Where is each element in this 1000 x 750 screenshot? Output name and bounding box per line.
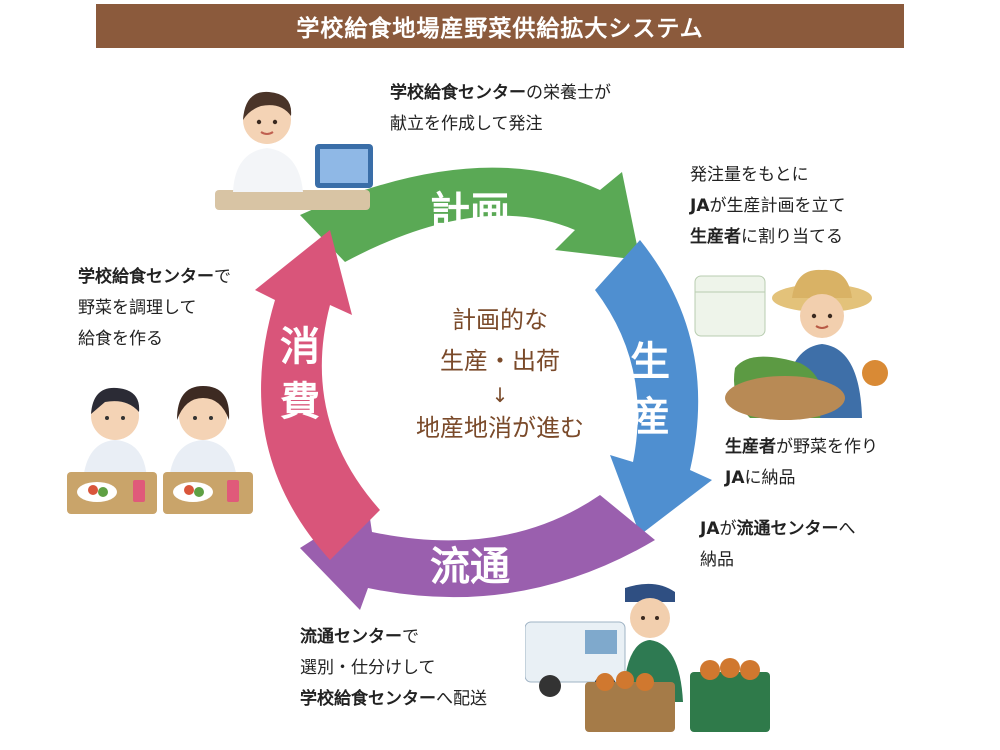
stage-label-plan: 計画 xyxy=(430,189,510,235)
stage-label-consume-2: 費 xyxy=(280,379,320,425)
distribute-arrow xyxy=(300,495,655,610)
note-assign: 発注量をもとに JAが生産計画を立て 生産者に割り当てる xyxy=(690,165,846,247)
center-line-1: 計画的な xyxy=(452,306,548,334)
children-lunch-illustration xyxy=(67,386,253,514)
plan-arrow xyxy=(300,167,640,262)
consume-arrow xyxy=(255,230,380,560)
note-consume: 学校給食センターで 野菜を調理して 給食を作る xyxy=(78,267,231,349)
stage-label-consume-1: 消 xyxy=(280,324,320,370)
stage-label-produce-2: 産 xyxy=(630,394,670,440)
note-produce: 生産者が野菜を作り JAに納品 xyxy=(725,437,878,488)
truck-worker-illustration xyxy=(525,583,770,732)
center-line-2: 生産・出荷 xyxy=(440,347,560,375)
nutritionist-illustration xyxy=(215,91,373,210)
note-distribute: 流通センターで 選別・仕分けして 学校給食センターへ配送 xyxy=(300,627,487,709)
produce-arrow xyxy=(595,240,712,535)
center-text: 計画的な 生産・出荷 ↓ 地産地消が進む xyxy=(350,300,650,449)
center-arrow: ↓ xyxy=(491,383,509,407)
stage-label-produce-1: 生 xyxy=(630,339,670,385)
farmer-illustration xyxy=(694,269,888,420)
center-line-3: 地産地消が進む xyxy=(416,414,584,442)
note-deliver: JAが流通センターへ 納品 xyxy=(700,519,856,570)
stage-label-distribute: 流通 xyxy=(430,544,510,590)
diagram-title: 学校給食地場産野菜供給拡大システム xyxy=(96,4,904,48)
note-plan: 学校給食センターの栄養士が 献立を作成して発注 xyxy=(390,83,611,134)
